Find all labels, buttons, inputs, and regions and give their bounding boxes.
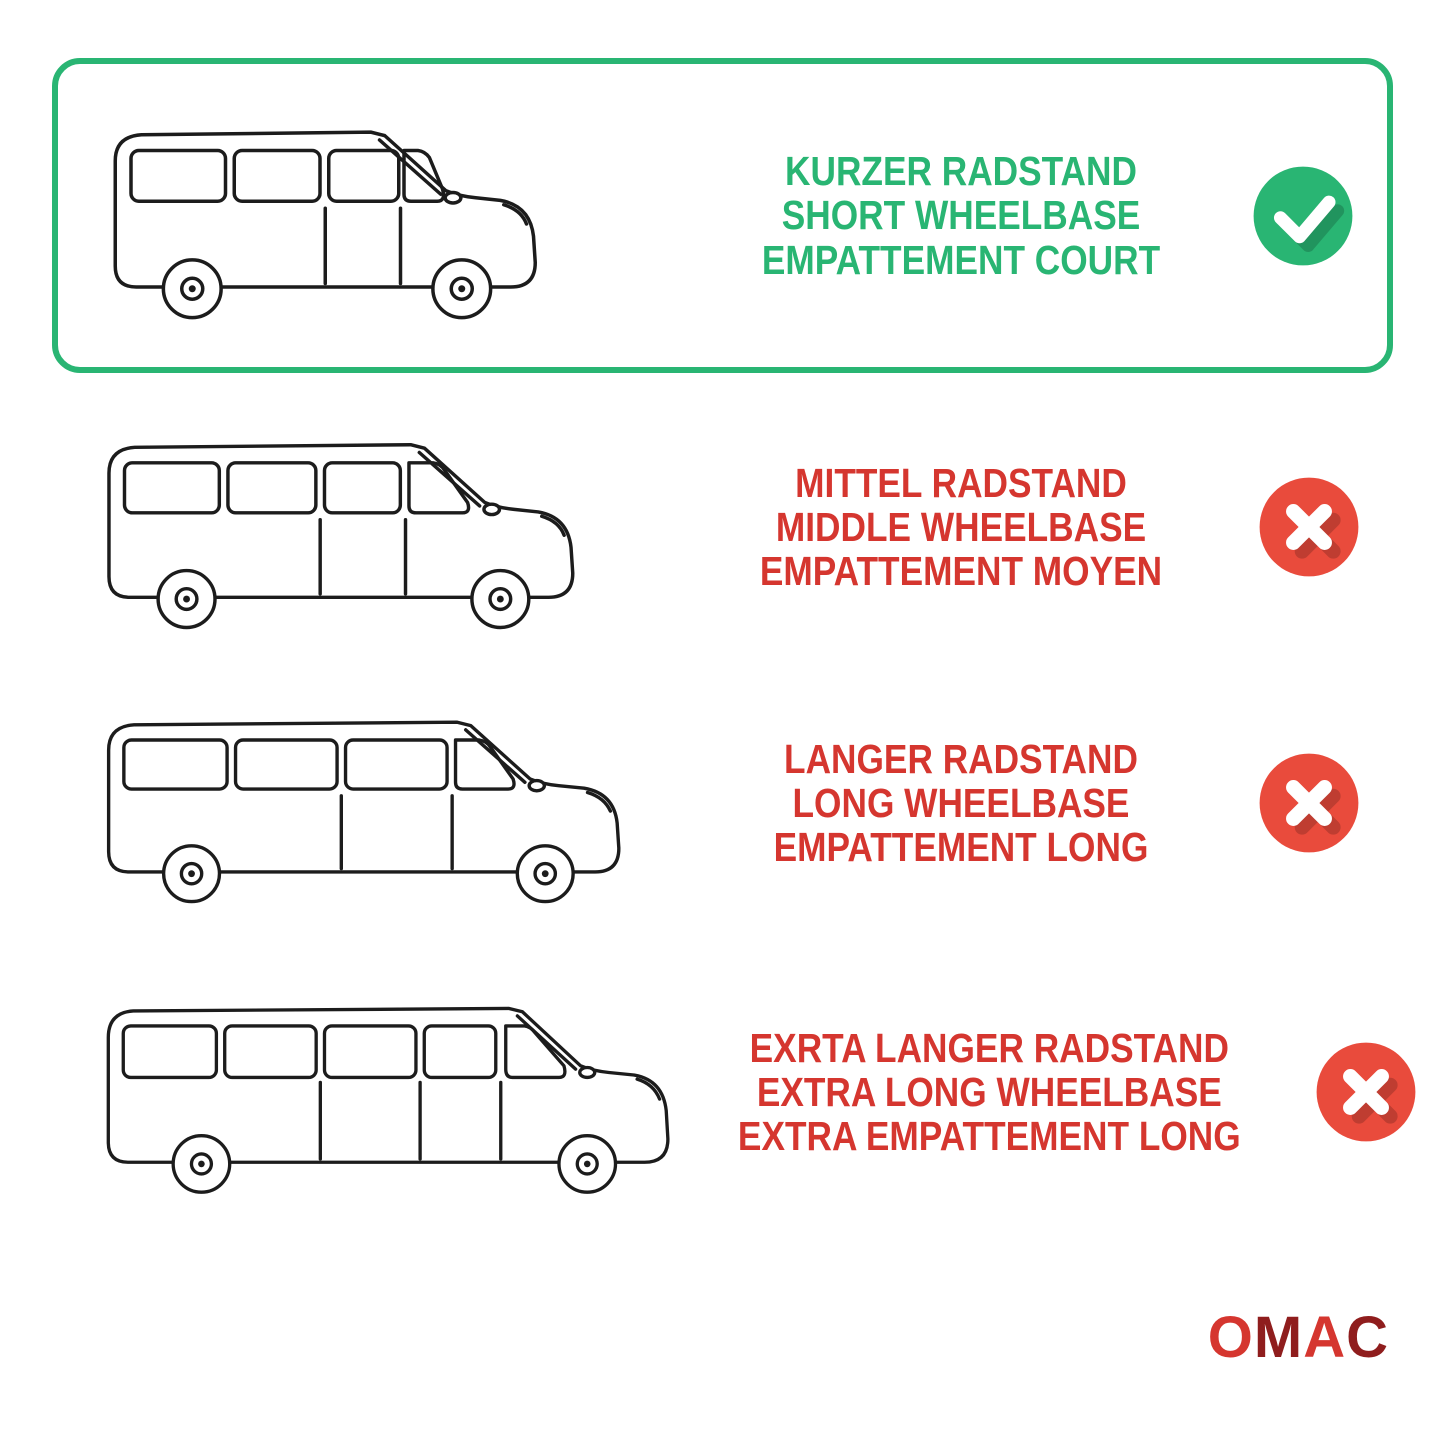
van-area-middle [52, 418, 697, 635]
option-line-de: LANGER RADSTAND [784, 735, 1138, 782]
option-label-extra-long-wheelbase: EXRTA LANGER RADSTAND EXTRA LONG WHEELBA… [737, 1024, 1241, 1160]
option-label-middle-wheelbase: MITTEL RADSTAND MIDDLE WHEELBASE EMPATTE… [734, 459, 1188, 595]
option-line-de: KURZER RADSTAND [785, 148, 1137, 195]
option-line-de: MITTEL RADSTAND [795, 459, 1127, 506]
check-circle-icon [1253, 166, 1353, 265]
option-row-middle-wheelbase: MITTEL RADSTAND MIDDLE WHEELBASE EMPATTE… [52, 392, 1393, 662]
option-line-en: SHORT WHEELBASE [781, 192, 1141, 239]
logo-letter: C [1346, 1305, 1389, 1370]
option-line-en: MIDDLE WHEELBASE [775, 503, 1147, 550]
option-line-fr: EXTRA EMPATTEMENT LONG [737, 1113, 1241, 1160]
omac-logo: OMAC [1208, 1309, 1389, 1367]
option-label-short-wheelbase: KURZER RADSTAND SHORT WHEELBASE EMPATTEM… [739, 149, 1183, 282]
van-illustration-extra-long-wheelbase [106, 1006, 670, 1194]
option-line-en: EXTRA LONG WHEELBASE [756, 1068, 1222, 1115]
option-line-fr: EMPATTEMENT LONG [773, 824, 1149, 871]
option-row-short-wheelbase: KURZER RADSTAND SHORT WHEELBASE EMPATTEM… [52, 58, 1393, 373]
van-area-short [58, 105, 703, 326]
option-line-fr: EMPATTEMENT COURT [761, 236, 1161, 283]
logo-letter: M [1253, 1305, 1304, 1370]
option-line-de: EXRTA LANGER RADSTAND [749, 1024, 1229, 1071]
option-line-fr: EMPATTEMENT MOYEN [759, 548, 1163, 595]
van-illustration-middle-wheelbase [107, 443, 575, 630]
cross-circle-icon [1259, 477, 1359, 577]
option-label-long-wheelbase: LANGER RADSTAND LONG WHEELBASE EMPATTEME… [734, 735, 1188, 871]
logo-letter: A [1303, 1305, 1347, 1370]
van-illustration-short-wheelbase [113, 130, 537, 320]
status-icon-area [1225, 751, 1393, 855]
van-area-extra-long [52, 986, 697, 1199]
option-row-long-wheelbase: LANGER RADSTAND LONG WHEELBASE EMPATTEME… [52, 668, 1393, 938]
cross-circle-icon [1259, 753, 1359, 853]
van-area-long [52, 696, 697, 909]
option-line-en: LONG WHEELBASE [792, 779, 1130, 826]
van-illustration-long-wheelbase [106, 720, 621, 904]
status-icon-area [1282, 1040, 1445, 1144]
cross-circle-icon [1316, 1042, 1416, 1142]
logo-letter: O [1207, 1305, 1254, 1370]
status-icon-area [1219, 164, 1387, 268]
status-icon-area [1225, 475, 1393, 579]
option-row-extra-long-wheelbase: EXRTA LANGER RADSTAND EXTRA LONG WHEELBA… [52, 946, 1416, 1238]
